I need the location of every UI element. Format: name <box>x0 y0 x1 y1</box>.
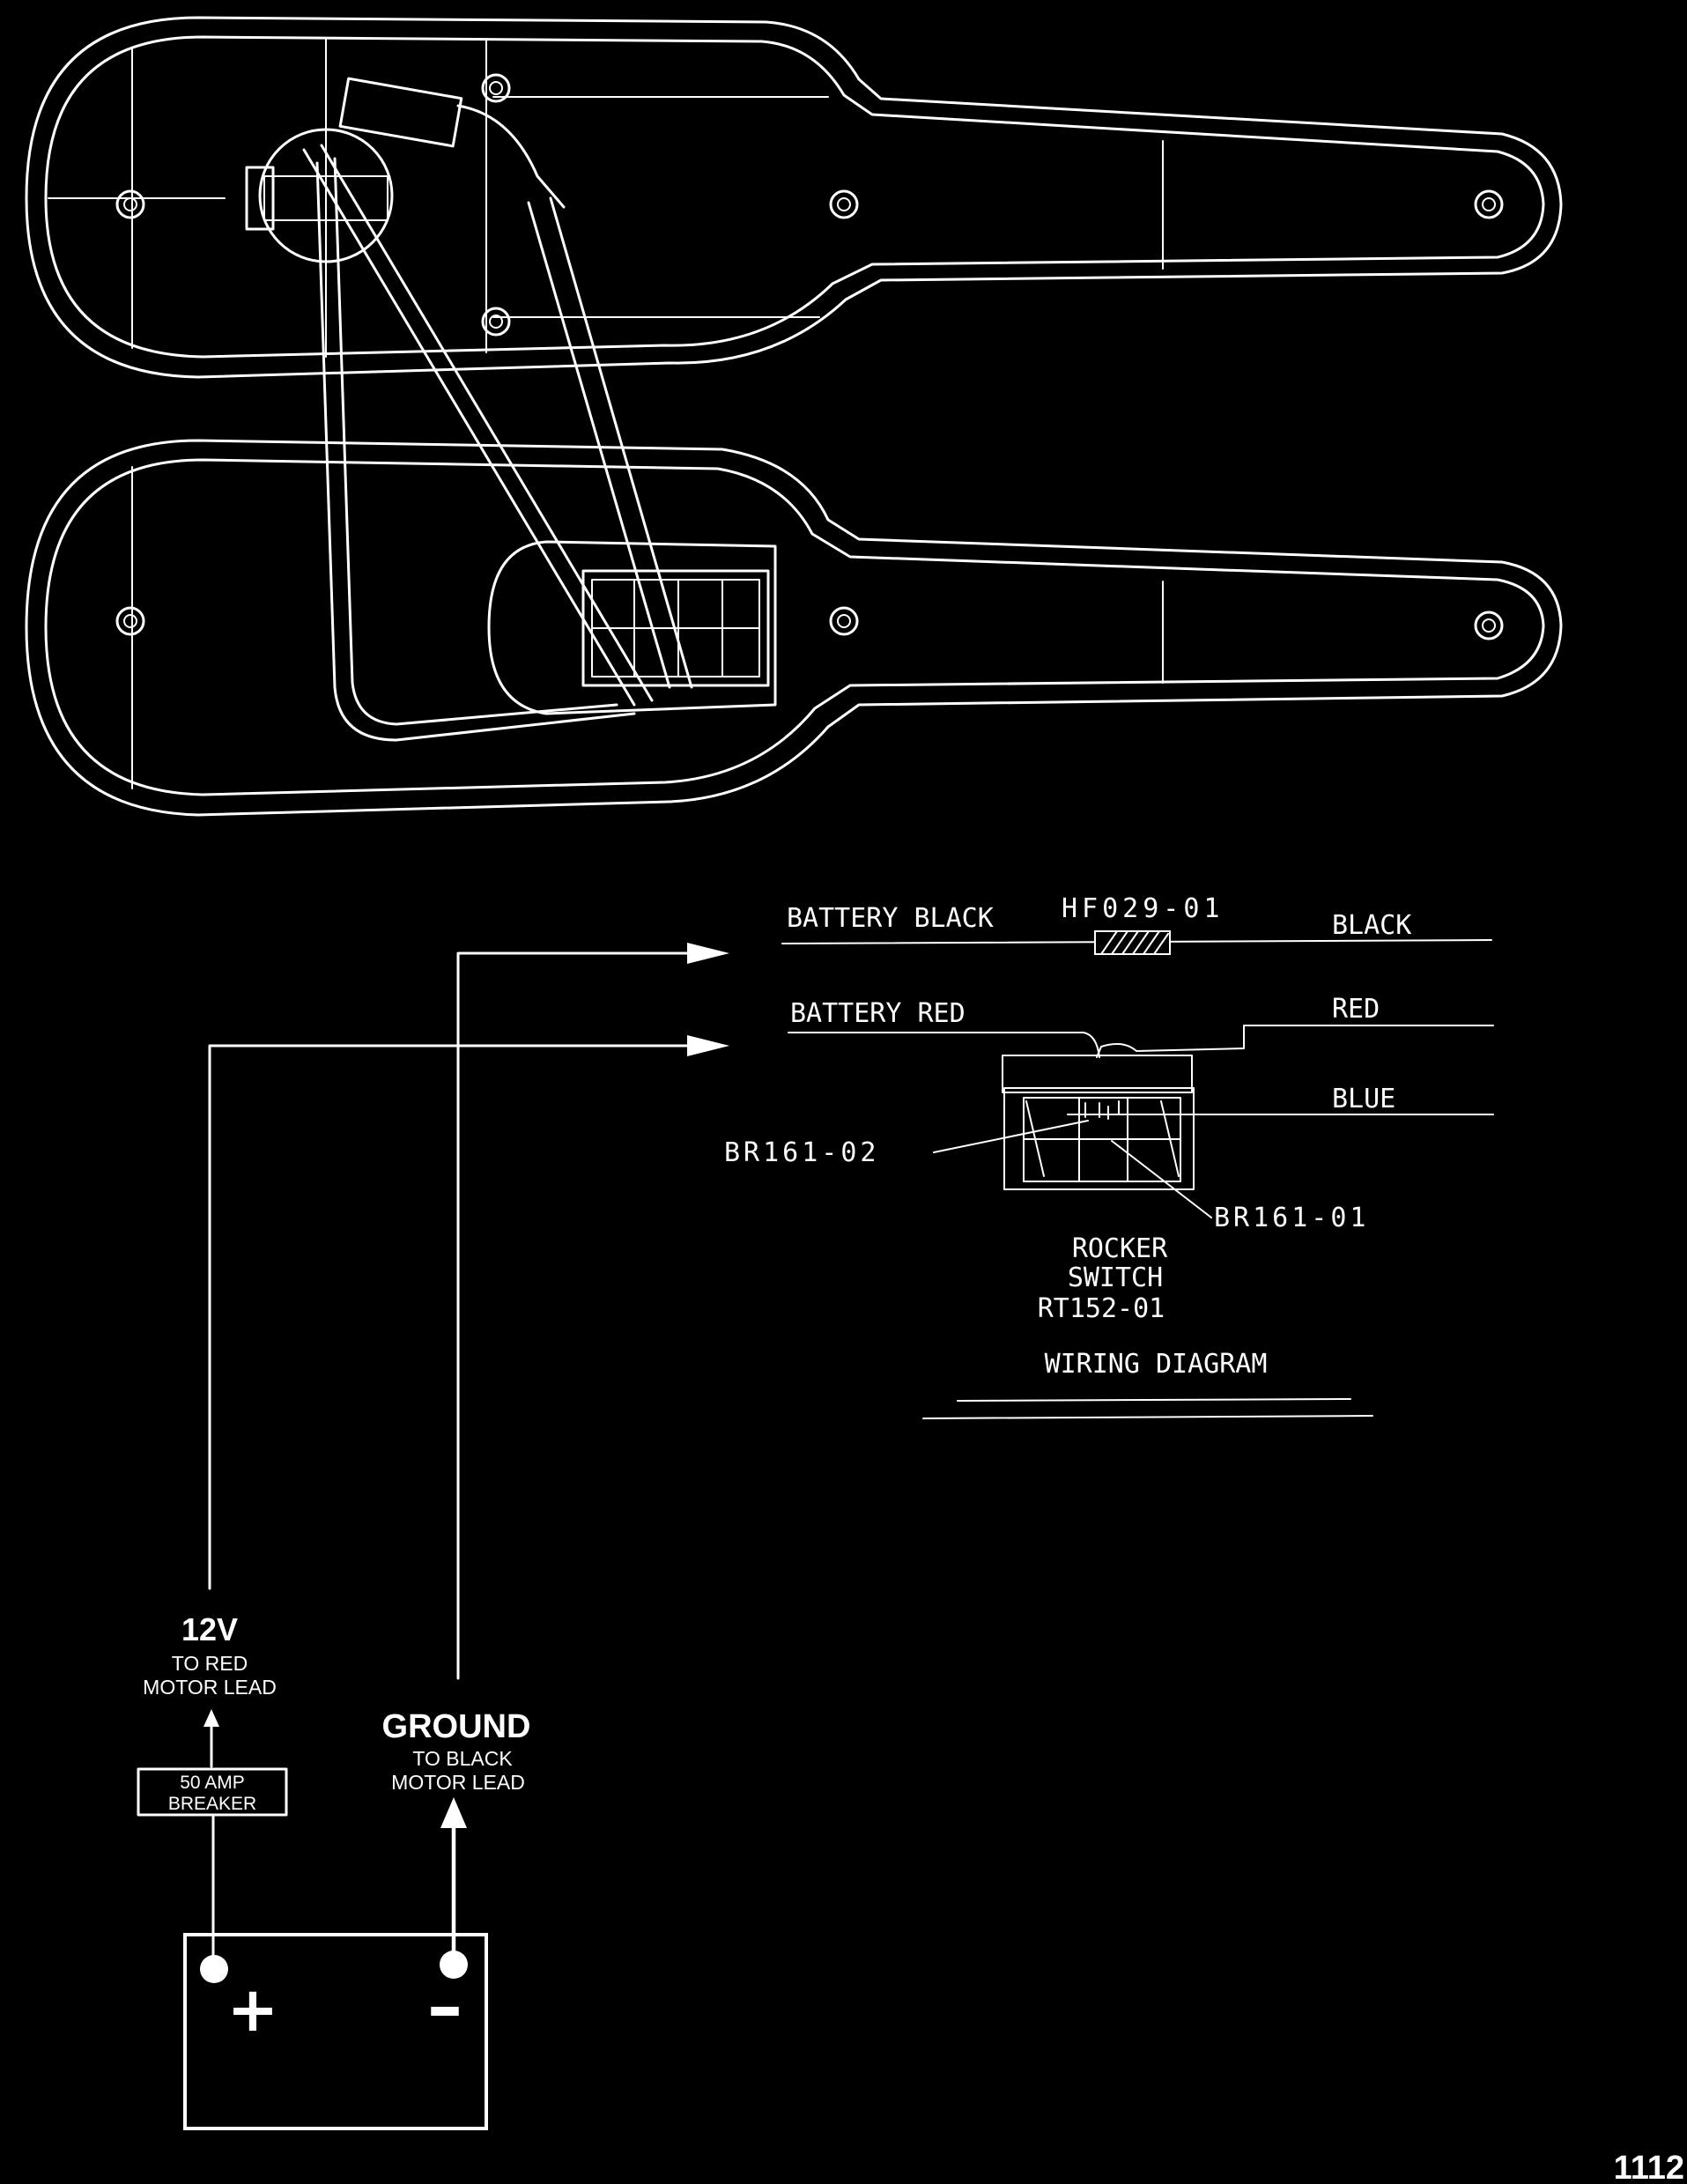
arrow-to-battery-black <box>687 943 729 964</box>
switch-part-label: RT152-01 <box>1038 1293 1165 1324</box>
housing-wires <box>302 104 693 742</box>
negative-terminal <box>440 1951 468 1979</box>
arrow-ground <box>440 1797 467 1828</box>
ground-label: GROUND <box>382 1708 531 1745</box>
battery-box <box>183 1933 488 2130</box>
positive-terminal <box>200 1955 228 1983</box>
arrow-to-battery-red <box>687 1035 729 1056</box>
fuse-part-label: HF029-01 <box>1062 893 1225 924</box>
br161-02-label: BR161-02 <box>724 1137 880 1168</box>
to-black-label-line1: TO BLACK <box>412 1747 513 1770</box>
red-wire-label: RED <box>1332 994 1380 1025</box>
to-red-label-line2: MOTOR LEAD <box>143 1676 277 1699</box>
plus-symbol: + <box>227 1973 279 2046</box>
black-wire-label: BLACK <box>1332 910 1411 941</box>
rocker-label: ROCKER <box>1072 1233 1168 1264</box>
upper-control-housing <box>25 16 1563 379</box>
br161-01-label: BR161-01 <box>1214 1203 1370 1233</box>
blue-wire-label: BLUE <box>1332 1084 1395 1114</box>
battery-red-wire <box>788 1032 1100 1058</box>
lower-control-housing <box>25 439 1563 817</box>
breaker-label-line2: BREAKER <box>168 1794 256 1814</box>
arrow-12v <box>203 1709 219 1727</box>
figure-number: 1112 <box>1614 2150 1684 2184</box>
minus-symbol: – <box>427 1966 462 2047</box>
battery-red-label: BATTERY RED <box>790 998 966 1029</box>
voltage-label: 12V <box>181 1611 238 1647</box>
wiring-schematic <box>208 930 1494 1680</box>
diagram-title: WIRING DIAGRAM <box>1045 1349 1268 1380</box>
br161-02-leader <box>933 1120 1089 1153</box>
battery-black-label: BATTERY BLACK <box>787 903 994 934</box>
to-black-label-line2: MOTOR LEAD <box>391 1771 525 1794</box>
to-red-label-line1: TO RED <box>172 1652 248 1675</box>
wiring-labels: BATTERY BLACK HF029-01 BLACK BATTERY RED… <box>724 893 1411 1380</box>
br161-01-leader <box>1111 1140 1212 1218</box>
breaker-box <box>137 1767 288 1817</box>
red-wire <box>1096 1025 1494 1058</box>
breaker-label-line1: 50 AMP <box>180 1773 245 1793</box>
switch-label: SWITCH <box>1068 1262 1163 1293</box>
title-underline-2 <box>922 1415 1373 1419</box>
fuse-symbol <box>1094 930 1171 955</box>
title-underline-1 <box>957 1398 1351 1402</box>
positive-to-red-lead-line <box>208 1044 689 1590</box>
ground-to-black-lead-line <box>456 951 689 1680</box>
battery-section: 12V TO RED MOTOR LEAD 50 AMP BREAKER GRO… <box>137 1611 531 2130</box>
